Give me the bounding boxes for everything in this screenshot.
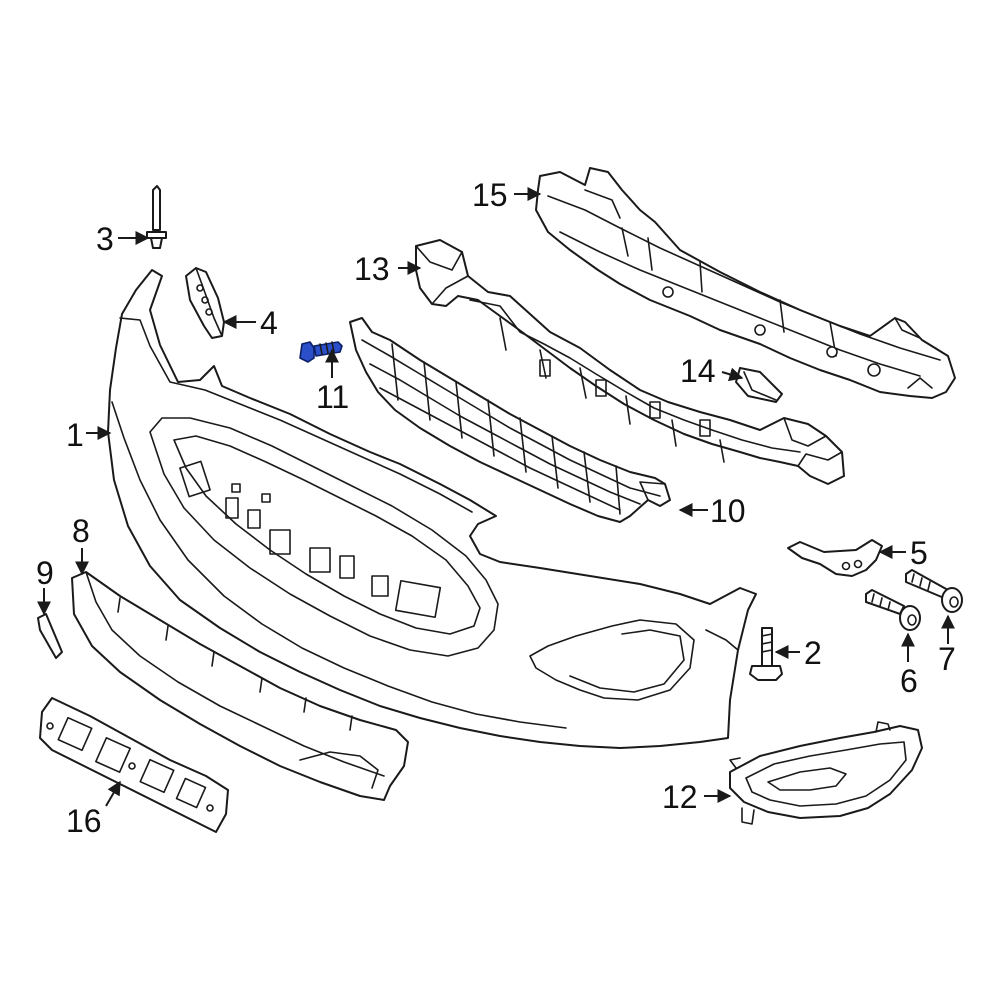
- part-4-upper-bracket[interactable]: [185, 267, 225, 339]
- part-16-lower-reinforcement[interactable]: [39, 697, 229, 833]
- callout-12: 12: [662, 779, 698, 815]
- part-11-screw[interactable]: [299, 341, 343, 363]
- callout-9: 9: [36, 555, 54, 591]
- callout-11: 11: [316, 379, 349, 415]
- part-10-grille[interactable]: [349, 317, 671, 523]
- callout-14: 14: [680, 353, 716, 389]
- callout-7: 7: [938, 641, 956, 677]
- part-2-bolt[interactable]: [749, 627, 783, 681]
- part-12-fog-lamp-bezel[interactable]: [729, 721, 923, 825]
- callout-6: 6: [900, 663, 918, 699]
- part-8-lower-lip[interactable]: [71, 571, 409, 801]
- callout-16: 16: [66, 803, 102, 839]
- part-7-bolt[interactable]: [905, 569, 963, 613]
- callout-15: 15: [472, 177, 508, 213]
- callout-labels: 1 2 3 4 5 6 7 8 9 10 11 12 13 14 15 16: [36, 177, 956, 839]
- part-15-reinforcement-beam[interactable]: [535, 167, 956, 399]
- part-6-bolt[interactable]: [865, 589, 921, 631]
- leader-lines: [37, 187, 955, 807]
- callout-10: 10: [710, 493, 746, 529]
- leader-16: [105, 780, 121, 807]
- callout-4: 4: [260, 305, 278, 341]
- part-14-bracket[interactable]: [735, 367, 783, 403]
- callout-2: 2: [804, 635, 822, 671]
- callout-8: 8: [72, 513, 90, 549]
- part-9-clip[interactable]: [37, 613, 63, 659]
- leader-14: [721, 367, 744, 382]
- callout-3: 3: [96, 221, 114, 257]
- part-5-bracket[interactable]: [787, 539, 883, 577]
- part-13-energy-absorber[interactable]: [415, 239, 845, 485]
- part-1-bumper-cover[interactable]: [107, 269, 757, 749]
- part-3-push-pin[interactable]: [146, 185, 167, 249]
- callout-5: 5: [910, 535, 928, 571]
- callout-1: 1: [66, 417, 84, 453]
- callout-13: 13: [354, 251, 390, 287]
